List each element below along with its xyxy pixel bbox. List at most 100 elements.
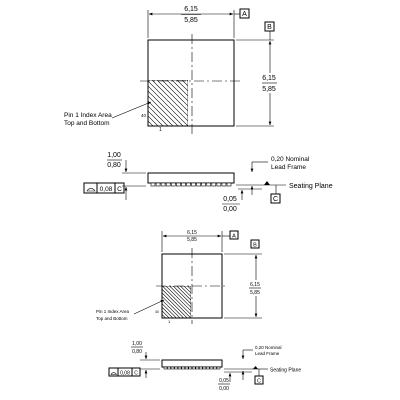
standoff-min: 0,00 [223,206,237,213]
thickness-min-small: 0,80 [132,349,142,355]
lead-pad [211,182,217,187]
pin1-leader [111,101,152,119]
lead-pad [191,366,196,370]
lead-pad [206,366,210,370]
lead-pad [165,182,171,187]
hatch-line [183,286,191,294]
width-min: 5,85 [184,17,198,24]
lead-pad [186,182,191,187]
lead-pad [160,182,166,187]
pin1-index-area-small [162,286,248,318]
hatch-line [216,286,248,318]
hatch-line [148,120,154,126]
datum-c: C [273,196,278,203]
pin1-index-area [148,80,268,126]
lead-frame-line2: Lead Frame [271,164,306,171]
hatch-line [213,286,245,318]
hatch-line [148,95,179,126]
hatch-line [217,80,263,126]
lead-pad [196,182,201,187]
pin1-label-line2-small: Top and Bottom [96,316,128,321]
height-min-small: 5,85 [250,290,260,296]
hatch-line [191,286,223,318]
pin-marker-40: 40 [141,113,147,118]
hatch-line [186,80,188,82]
hatch-line [162,292,188,318]
pin-marker-40-small: 40 [155,310,159,314]
thickness-max-small: 1,00 [132,341,142,347]
lead-pad [191,182,196,187]
hatch-line [176,80,188,92]
width-max: 6,15 [184,6,198,13]
width-max-small: 6,15 [187,230,197,236]
lead-pad [195,366,200,370]
hatch-line [151,80,188,117]
datum-c-small: C [257,379,261,385]
flatness-value-small: 0,08 [120,371,130,377]
hatch-line [180,286,191,297]
lead-pad [199,366,203,370]
hatch-line [202,286,234,318]
pin-marker-1: 1 [159,127,162,133]
hatch-line [162,310,170,318]
small-top-view: 6,15 5,85 A B 6,15 5,85 Pin 1 Index Area… [96,230,263,324]
lead-pad [188,366,193,370]
lead-pad [206,182,212,187]
lead-pad [177,366,182,370]
hatch-line [222,80,268,126]
side-pads [150,182,232,187]
lead-pad [216,182,222,187]
hatch-line [162,303,177,318]
large-side-view: 1,00 0,80 0,08 C 0,20 Nominal Lead Frame… [83,152,333,213]
hatch-line [148,85,188,126]
hatch-line [176,286,191,301]
lead-pad [167,366,171,370]
lead-pad [226,182,232,187]
datum-c-box [270,193,281,204]
hatch-line [162,288,191,318]
hatch-line [162,296,184,318]
pin1-label-line1: Pin 1 Index Area [64,112,112,119]
hatch-line [165,286,191,312]
pin1-label-line1-small: Pin 1 Index Area [96,309,130,314]
surface-profile-icon [86,188,96,192]
height-min: 5,85 [262,86,276,93]
lead-pad [150,182,156,187]
lead-pad [221,182,227,187]
flatness-value: 0,08 [100,186,113,193]
hatch-line [148,115,159,126]
thickness-max: 1,00 [107,152,121,159]
large-top-view: 6,15 5,85 A B 6,15 5,85 Pin 1 Index Area… [64,6,280,134]
flatness-frame-small: 0,08 C [108,367,141,377]
hatch-line [171,80,188,97]
lead-pad [170,366,175,370]
hatch-line [162,299,181,318]
hatch-line [169,286,191,308]
seating-plane-label-small: Seating Plane [270,368,301,374]
lead-pad [181,182,186,187]
height-max-small: 6,15 [250,282,260,288]
side-body [147,172,235,184]
datum-b-box [264,21,275,32]
lead-pad [202,366,207,370]
hatch-line [162,306,173,318]
hatch-line [202,80,248,126]
lead-pad [181,366,185,370]
flatness-datum-small: C [134,371,138,377]
hatch-line [148,90,184,126]
small-side-view: 1,00 0,80 0,08 C 0,20 Nominal Lead Frame… [108,341,301,392]
datum-b-small: B [253,243,257,249]
hatch-line [187,286,191,290]
flatness-datum: C [117,186,122,193]
lead-pad [174,366,178,370]
hatch-line [162,314,166,318]
hatch-line [207,80,253,126]
datum-b: B [267,24,272,31]
lead-frame-line1: 0,20 Nominal [271,156,310,163]
hatch-line [166,80,188,102]
datum-a-small: A [232,234,236,240]
pin-marker-1-small: 1 [168,319,171,324]
width-min-small: 5,85 [187,237,197,243]
lead-pad [209,366,214,370]
